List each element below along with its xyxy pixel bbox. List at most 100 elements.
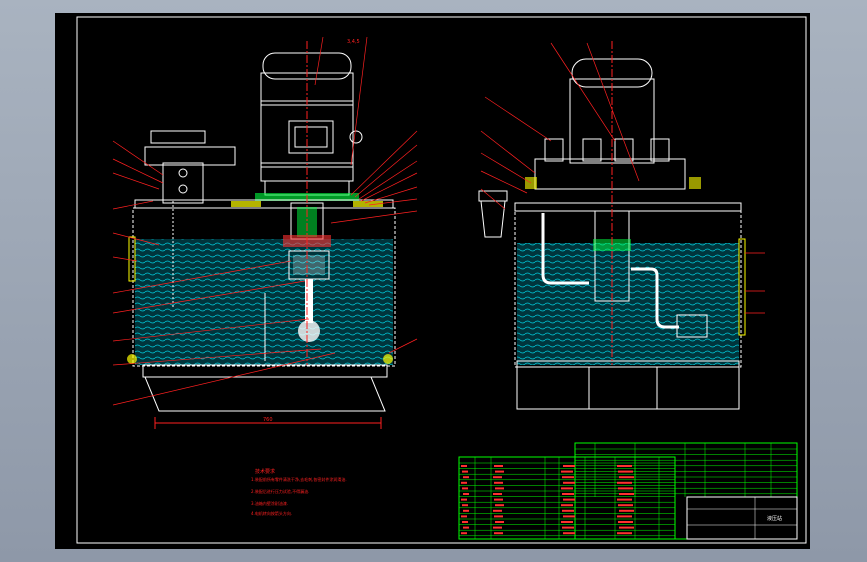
table-cell-mark (617, 532, 632, 535)
side-view (478, 41, 746, 410)
table-cell-mark (619, 493, 634, 495)
table-cell-mark (619, 476, 634, 479)
table-cell-mark (562, 493, 574, 495)
gauge-block (150, 130, 206, 144)
notes-line: 1.装配前所有零件清洗干净,去毛刺,各密封件涂润滑油. (251, 476, 347, 482)
title-block-frame (686, 496, 798, 540)
table-cell-mark (495, 470, 504, 473)
coupling-hatch (297, 207, 317, 237)
tank-base (142, 364, 388, 378)
table-cell-mark (494, 532, 503, 535)
cover-fitting-right (353, 201, 383, 207)
parts-list (458, 442, 798, 540)
side-level-gauge (738, 238, 746, 336)
table-cell-mark (618, 504, 633, 507)
notes-line: 3.油箱内壁涂耐油漆. (251, 500, 288, 506)
side-fitting-right (689, 177, 701, 189)
valve-port-icon (178, 168, 188, 178)
table-cell-mark (494, 465, 503, 467)
dimension-label: 760 (263, 417, 273, 423)
pump-core (293, 255, 325, 275)
cover-fitting-left (231, 201, 261, 207)
front-view: 760 (127, 41, 396, 429)
table-cell-mark (618, 521, 633, 523)
notes-line: 2.装配后进行压力试验,不得漏油. (251, 488, 309, 494)
table-cell-mark (561, 470, 573, 473)
drain-plug-icon (383, 354, 393, 364)
table-cell-mark (462, 504, 468, 507)
table-cell-mark (563, 515, 575, 518)
table-cell-mark (618, 487, 633, 490)
oil-level-gauge (128, 236, 136, 282)
valve-port-icon (178, 184, 188, 194)
table-cell-mark (617, 465, 632, 467)
table-cell-mark (494, 481, 503, 484)
title-block: 液压站 (686, 496, 798, 540)
table-cell-mark (461, 481, 467, 484)
motor-junction-cover (294, 126, 328, 148)
drain-plug-icon (127, 354, 137, 364)
table-cell-mark (463, 493, 469, 495)
technical-notes: 技术要求 1.装配前所有零件清洗干净,去毛刺,各密封件涂润滑油. 2.装配后进行… (251, 468, 347, 516)
valve-manifold (144, 146, 236, 166)
lifting-eye-icon (349, 130, 363, 144)
table-cell-mark (461, 465, 467, 467)
side-cover-plate (514, 202, 742, 212)
table-cell-mark (493, 493, 502, 495)
motor-junction-box (288, 120, 334, 154)
drawing-sheet: 760 (55, 13, 810, 549)
table-cell-mark (461, 515, 467, 518)
table-cell-mark (495, 487, 504, 490)
table-cell-mark (462, 521, 468, 523)
air-filter-cap (478, 190, 508, 202)
table-cell-mark (493, 476, 502, 479)
suction-filter (298, 320, 320, 342)
table-cell-mark (617, 481, 632, 484)
table-cell-mark (618, 470, 633, 473)
oil-volume (135, 239, 393, 365)
table-cell-mark (494, 498, 503, 501)
side-valve-manifold (534, 158, 686, 190)
balloon-label: 3,4,5 (347, 39, 360, 45)
table-cell-mark (561, 487, 573, 490)
table-cell-mark (561, 521, 573, 523)
drawing-canvas: 760 (76, 16, 807, 544)
leader-lines (112, 36, 765, 406)
side-return-pipe (541, 213, 589, 285)
table-cell-mark (494, 515, 503, 518)
table-cell-mark (461, 498, 467, 501)
air-filter-icon (480, 200, 506, 238)
drawing-title: 液压站 (767, 515, 782, 522)
parts-table-left (458, 456, 676, 540)
table-cell-mark (493, 509, 502, 512)
table-cell-mark (463, 509, 469, 512)
side-pressure-pipe (631, 267, 679, 329)
table-cell-mark (495, 521, 504, 523)
table-cell-mark (561, 504, 573, 507)
table-cell-mark (495, 504, 504, 507)
base-frame (144, 376, 386, 412)
table-cell-mark (619, 526, 634, 529)
drawing-frame (76, 16, 807, 544)
table-cell-mark (563, 532, 575, 535)
table-cell-mark (562, 509, 574, 512)
table-cell-mark (463, 476, 469, 479)
table-cell-mark (617, 515, 632, 518)
tank-body (132, 207, 396, 367)
side-oil-volume (517, 243, 739, 365)
side-base-frame (516, 366, 740, 410)
table-cell-mark (563, 498, 575, 501)
table-cell-mark (562, 526, 574, 529)
solenoid-valve-row (544, 138, 670, 162)
table-cell-mark (563, 481, 575, 484)
table-cell-mark (562, 476, 574, 479)
notes-heading: 技术要求 (255, 468, 275, 475)
side-suction-filter (676, 314, 708, 338)
notes-line: 4.电机转向按箭头方向. (251, 510, 292, 516)
table-cell-mark (461, 532, 467, 535)
table-cell-mark (462, 487, 468, 490)
table-cell-mark (462, 470, 468, 473)
table-cell-mark (493, 526, 502, 529)
table-cell-mark (619, 509, 634, 512)
